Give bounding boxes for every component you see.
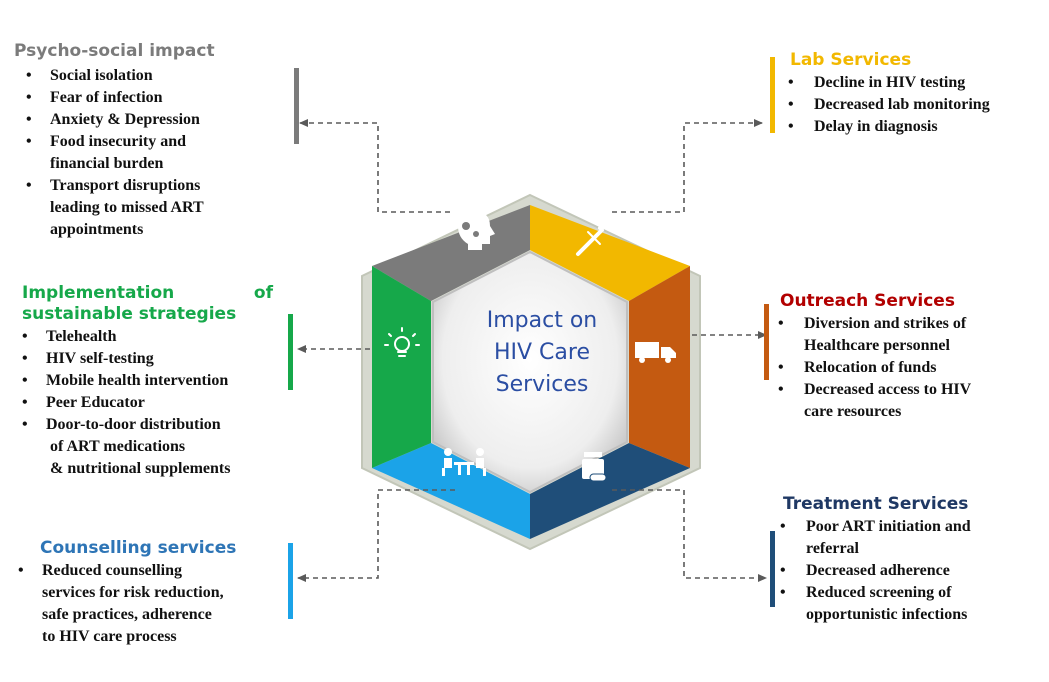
connector-treatment: [612, 489, 767, 582]
outreach-bar: [764, 304, 769, 380]
implementation-title-of: of: [253, 283, 273, 303]
outreach-list: Diversion and strikes of Healthcare pers…: [768, 313, 971, 423]
implementation-list: TelehealthHIV self-testingMobile health …: [22, 326, 230, 480]
list-item: Peer Educator: [22, 392, 230, 414]
implementation-title-line2: sustainable strategies: [22, 304, 237, 324]
list-item: Poor ART initiation and referral: [770, 516, 971, 560]
list-item: HIV self-testing: [22, 348, 230, 370]
segment-treatment: [530, 443, 690, 539]
list-item: Telehealth: [22, 326, 230, 348]
implementation-title-word: Implementation: [22, 283, 175, 303]
lab-list: Decline in HIV testingDecreased lab moni…: [778, 72, 990, 138]
list-item: Reduced screening of opportunistic infec…: [770, 582, 971, 626]
list-item: Transport disruptions leading to missed …: [26, 175, 204, 241]
segment-counselling: [372, 443, 530, 539]
psycho-title: Psycho-social impact: [14, 41, 215, 61]
counselling-people-icon: [442, 448, 486, 476]
connector-psycho: [299, 119, 450, 213]
list-item: Decreased lab monitoring: [778, 94, 990, 116]
counselling-list: Reduced counselling services for risk re…: [18, 560, 224, 648]
center-line: HIV Care: [493, 340, 590, 365]
list-item: Relocation of funds: [768, 357, 971, 379]
segment-outreach: [629, 266, 690, 468]
list-item: Social isolation: [26, 65, 204, 87]
lab-bar: [770, 57, 775, 133]
center-line: Impact on: [486, 308, 598, 333]
list-item: Delay in diagnosis: [778, 116, 990, 138]
list-item: Mobile health intervention: [22, 370, 230, 392]
outreach-title: Outreach Services: [780, 291, 955, 311]
implementation-title: Implementation of: [22, 283, 273, 303]
list-item: Fear of infection: [26, 87, 204, 109]
list-item: Anxiety & Depression: [26, 109, 204, 131]
syringe-icon: [576, 216, 613, 256]
counselling-bar: [288, 543, 293, 619]
list-item: Food insecurity and financial burden: [26, 131, 204, 175]
treatment-list: Poor ART initiation and referralDecrease…: [770, 516, 971, 626]
truck-icon: [635, 342, 676, 363]
brain-gears-icon: [458, 212, 495, 250]
connector-counselling: [297, 489, 455, 582]
segment-lab: [530, 205, 690, 301]
connector-lab: [612, 119, 763, 213]
list-item: Decline in HIV testing: [778, 72, 990, 94]
lab-title: Lab Services: [790, 50, 912, 70]
inner-hexagon: [432, 250, 628, 494]
segment-implementation: [372, 266, 431, 468]
pill-bottle-icon: [582, 452, 607, 482]
psycho-list: Social isolationFear of infectionAnxiety…: [26, 65, 204, 241]
center-title: Impact on HIV Care Services: [452, 305, 632, 401]
list-item: Door-to-door distribution of ART medicat…: [22, 414, 230, 480]
psycho-bar: [294, 68, 299, 144]
list-item: Decreased access to HIV care resources: [768, 379, 971, 423]
list-item: Decreased adherence: [770, 560, 971, 582]
implementation-bar: [288, 314, 293, 390]
list-item: Reduced counselling services for risk re…: [18, 560, 224, 648]
treatment-title: Treatment Services: [783, 494, 969, 514]
lightbulb-icon: [384, 327, 420, 357]
list-item: Diversion and strikes of Healthcare pers…: [768, 313, 971, 357]
center-line: Services: [495, 372, 589, 397]
counselling-title: Counselling services: [40, 538, 237, 558]
